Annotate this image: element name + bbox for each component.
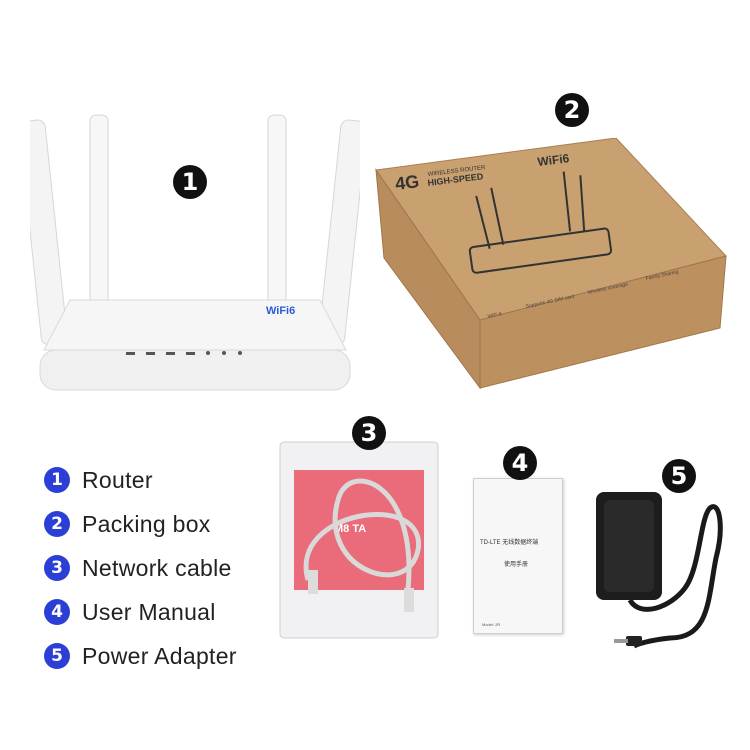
badge-1: 1	[173, 165, 207, 199]
component-legend: 1 Router 2 Packing box 3 Network cable 4…	[44, 458, 237, 678]
badge-5: 5	[662, 459, 696, 493]
power-adapter-image	[596, 492, 723, 649]
svg-text:WiFi 6: WiFi 6	[487, 311, 502, 320]
badge-4: 4	[503, 446, 537, 480]
legend-label: Router	[82, 466, 153, 493]
router-led-row	[126, 351, 242, 355]
svg-text:M8 TA: M8 TA	[334, 523, 366, 535]
manual-title: TD-LTE 无线数据终端	[480, 540, 539, 546]
legend-number: 5	[44, 643, 70, 669]
router-body	[43, 299, 347, 351]
user-manual-image: TD-LTE 无线数据终端 使用手册 Model: 2R	[473, 478, 563, 634]
legend-number: 2	[44, 511, 70, 537]
box-front	[479, 255, 727, 389]
box-router-illustration	[468, 171, 613, 274]
legend-item-router: 1 Router	[44, 458, 237, 502]
box-4g-label: 4G	[394, 171, 420, 194]
legend-item-power-adapter: 5 Power Adapter	[44, 634, 237, 678]
legend-label: Network cable	[82, 554, 232, 581]
legend-item-packing-box: 2 Packing box	[44, 502, 237, 546]
router-brand: WiFi6	[266, 305, 295, 317]
network-cable-image: M8 TA	[279, 441, 439, 639]
router-image: WiFi6	[30, 114, 360, 391]
legend-label: Packing box	[82, 510, 211, 537]
legend-number: 3	[44, 555, 70, 581]
antenna-left-outer	[30, 119, 68, 346]
antenna-left-inner	[89, 114, 109, 331]
antenna-right-inner	[267, 114, 287, 331]
legend-item-network-cable: 3 Network cable	[44, 546, 237, 590]
cable-coil	[303, 478, 421, 591]
box-brand: WiFi6	[537, 151, 571, 169]
manual-footer: Model: 2R	[482, 622, 501, 627]
adapter-cord	[627, 504, 723, 649]
badge-3: 3	[352, 416, 386, 450]
legend-item-user-manual: 4 User Manual	[44, 590, 237, 634]
badge-2: 2	[555, 93, 589, 127]
adapter-plug	[626, 636, 642, 646]
legend-number: 4	[44, 599, 70, 625]
manual-subtitle: 使用手册	[504, 562, 529, 568]
packing-box-image: 4G WIRELESS ROUTER HIGH-SPEED WiFi6 WiFi…	[375, 138, 727, 390]
legend-label: User Manual	[82, 598, 216, 625]
legend-number: 1	[44, 467, 70, 493]
legend-label: Power Adapter	[82, 642, 237, 669]
